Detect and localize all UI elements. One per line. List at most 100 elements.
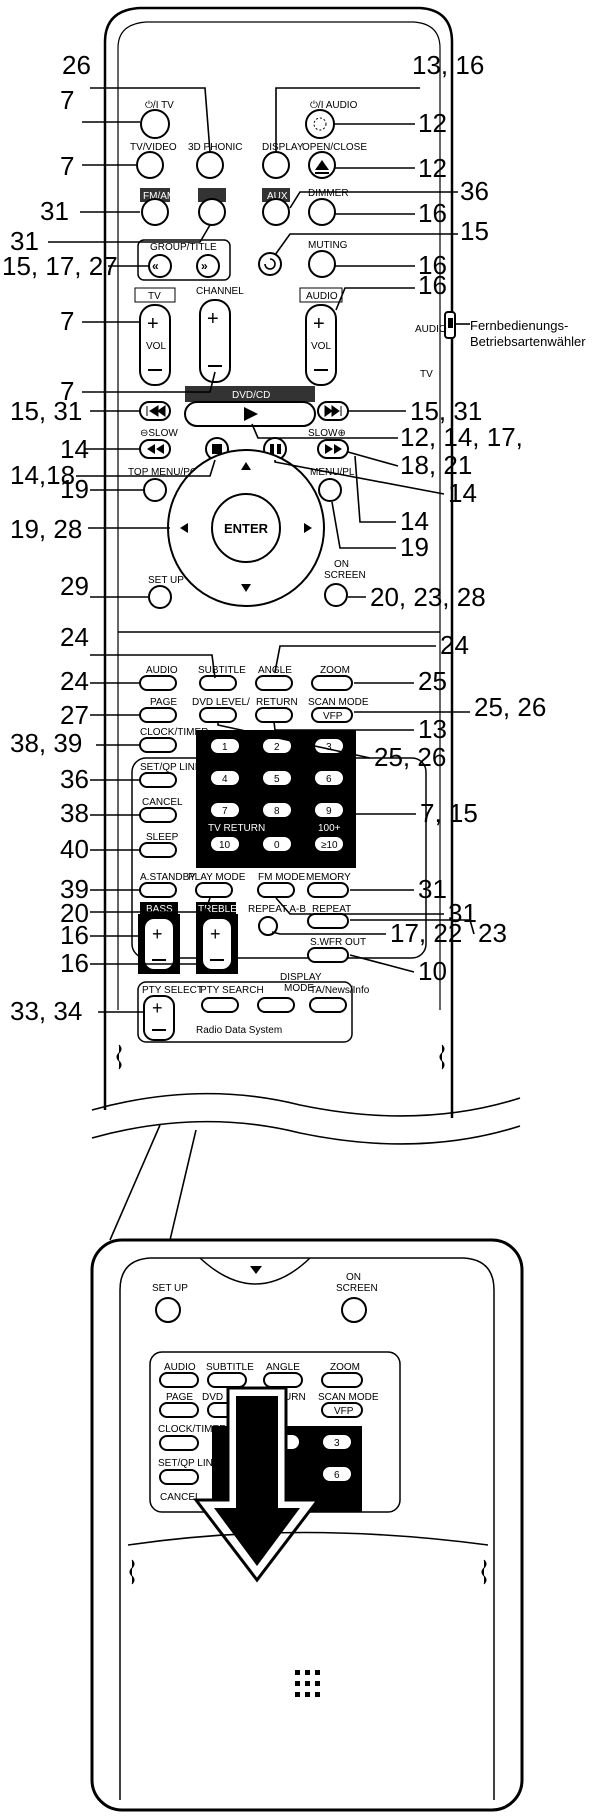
aux-button[interactable] — [262, 198, 290, 226]
key-8-label: 8 — [274, 806, 280, 817]
leader — [274, 233, 458, 256]
audio-power-button[interactable] — [305, 109, 335, 139]
swfr-out-button[interactable] — [307, 947, 349, 963]
key-9[interactable] — [313, 801, 345, 819]
memory-button[interactable] — [307, 882, 349, 898]
vfp-label: VFP — [323, 711, 343, 722]
clock-timer-button[interactable] — [139, 737, 177, 753]
double-chevron-left-icon: « — [152, 259, 159, 273]
blank-dark-button[interactable] — [198, 198, 226, 226]
cancel-button[interactable] — [139, 807, 177, 823]
a-standby-label: A.STANDBY — [140, 872, 196, 883]
key-9-label: 9 — [326, 806, 332, 817]
arrow-down-icon — [241, 584, 251, 592]
pty-search-button[interactable] — [201, 997, 239, 1013]
slide-down-arrow-fill — [214, 1396, 300, 1566]
repeat-ab-button[interactable] — [258, 916, 278, 936]
play-mode-label: PLAY MODE — [188, 872, 246, 883]
plus-icon: + — [313, 313, 325, 335]
fm-mode-label: FM MODE — [258, 872, 306, 883]
plus-icon: + — [152, 998, 163, 1018]
key-10[interactable] — [209, 835, 241, 853]
clock-timer-label: CLOCK/TIMER — [140, 727, 208, 738]
callout-dimmer: 16 — [418, 198, 447, 228]
group-prev-button[interactable] — [148, 254, 172, 278]
group-next-button[interactable] — [196, 254, 220, 278]
slow-plus-label: SLOW⊕ — [308, 428, 346, 439]
ta-news-info-button[interactable] — [309, 997, 347, 1013]
pause-icon — [270, 444, 281, 454]
subtitle-button[interactable] — [199, 675, 237, 691]
key-7[interactable] — [209, 801, 241, 819]
switch-label-audio: AUDIO — [415, 324, 447, 335]
angle-button[interactable] — [255, 675, 293, 691]
display-button[interactable] — [262, 151, 290, 179]
rds-label: Radio Data System — [196, 1025, 282, 1036]
callout-audio: 24 — [60, 666, 89, 696]
callout-play-mode: 20 — [60, 898, 89, 928]
top-menu-button[interactable] — [143, 478, 167, 502]
fm-am-button[interactable] — [141, 198, 169, 226]
tear-line-bottom — [91, 1120, 521, 1145]
3d-phonic-button[interactable] — [196, 151, 224, 179]
callout-bass: 16 — [60, 920, 89, 950]
key-4[interactable] — [209, 769, 241, 787]
display-mode-button[interactable] — [257, 997, 295, 1013]
enter-button[interactable] — [211, 493, 281, 563]
key-8[interactable] — [261, 801, 293, 819]
tv-volume-rocker[interactable] — [139, 304, 171, 386]
setup-button[interactable] — [148, 585, 172, 609]
pty-select-rocker[interactable] — [143, 995, 175, 1041]
inset-cancel-label: CANCEL — [160, 1492, 201, 1503]
memory-label: MEMORY — [306, 872, 351, 883]
3d-phonic-label: 3D PHONIC — [188, 142, 242, 153]
key-5[interactable] — [261, 769, 293, 787]
menu-pl-button[interactable] — [318, 478, 342, 502]
on-screen-label-1: ON — [334, 559, 349, 570]
key-6[interactable] — [313, 769, 345, 787]
dimmer-button[interactable] — [308, 198, 336, 226]
leader — [217, 722, 371, 759]
fm-mode-button[interactable] — [257, 882, 295, 898]
muting-button[interactable] — [308, 250, 336, 278]
set-qp-link-button[interactable] — [139, 772, 177, 788]
scan-mode-button[interactable] — [311, 707, 353, 723]
leader — [76, 459, 216, 477]
key-ge10[interactable] — [313, 835, 345, 853]
recall-button[interactable] — [258, 252, 282, 276]
callout-recall: 15 — [460, 216, 489, 246]
page-button[interactable] — [139, 707, 177, 723]
key-10-label: 10 — [219, 840, 231, 851]
zoom-button[interactable] — [311, 675, 353, 691]
tv-power-button[interactable] — [140, 109, 170, 139]
repeat-button[interactable] — [307, 913, 349, 929]
callout-channel: 7 — [60, 376, 74, 406]
swfr-out-label: S.WFR OUT — [310, 937, 366, 948]
audio-button[interactable] — [139, 675, 177, 691]
bass-label: BASS — [146, 904, 173, 915]
key-0[interactable] — [261, 835, 293, 853]
inset-on-screen-1: ON — [346, 1272, 361, 1283]
inset-setup-button — [155, 1297, 181, 1323]
tv-label: TV — [148, 291, 161, 302]
key-1[interactable] — [209, 737, 241, 755]
audio-volume-rocker[interactable] — [305, 304, 337, 386]
sleep-button[interactable] — [139, 842, 177, 858]
treble-rocker[interactable] — [201, 917, 233, 971]
channel-rocker[interactable] — [199, 299, 231, 383]
play-mode-button[interactable] — [195, 882, 233, 898]
key-6-label: 6 — [326, 774, 332, 785]
inset-set-qp-link-label: SET/QP LINK — [158, 1458, 220, 1469]
leader — [273, 721, 414, 731]
cancel-label: CANCEL — [142, 797, 183, 808]
return-button[interactable] — [255, 707, 293, 723]
a-standby-button[interactable] — [139, 882, 177, 898]
tv-video-button[interactable] — [136, 151, 164, 179]
on-screen-button[interactable] — [324, 583, 348, 607]
sleep-label: SLEEP — [146, 832, 179, 843]
bass-rocker[interactable] — [143, 917, 175, 971]
treble-label: TREBLE — [198, 904, 237, 915]
callout-a-standby: 39 — [60, 874, 89, 904]
dvd-level-button[interactable] — [199, 707, 237, 723]
